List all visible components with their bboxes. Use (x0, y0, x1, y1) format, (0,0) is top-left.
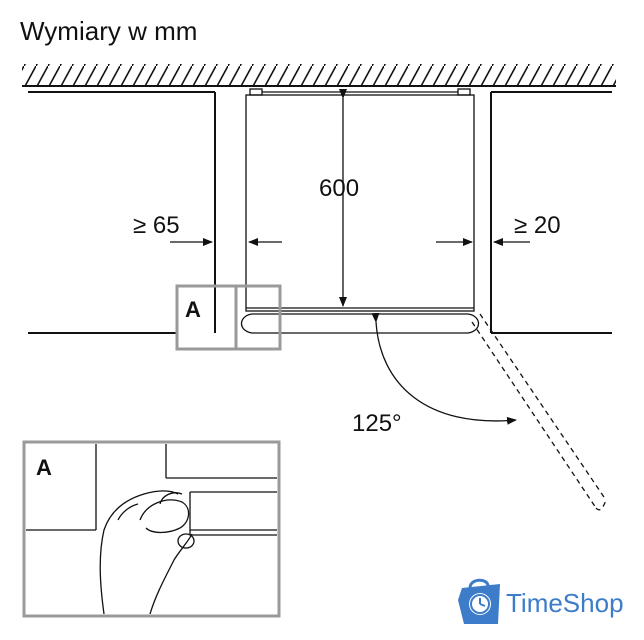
hand-illustration (99, 490, 195, 615)
door-angle-label: 125° (352, 410, 402, 437)
detail-marker-box (175, 284, 282, 351)
ceiling-hatch (22, 64, 616, 87)
detail-marker-label: A (185, 297, 201, 322)
title: Wymiary w mm (20, 16, 197, 46)
appliance-door (240, 313, 480, 334)
left-gap-label: ≥ 65 (133, 212, 180, 239)
right-gap-label: ≥ 20 (514, 212, 561, 239)
watermark-text: TimeShop (506, 588, 624, 618)
clock-bag-icon (458, 578, 500, 624)
watermark: TimeShop (458, 578, 624, 624)
detail-inset-label: A (36, 455, 52, 480)
door-angle-arc (371, 312, 517, 425)
detail-inset (22, 440, 281, 618)
left-cabinet (28, 91, 216, 334)
door-open-outline (471, 313, 607, 511)
depth-label: 600 (319, 175, 359, 202)
appliance-body (245, 88, 475, 312)
